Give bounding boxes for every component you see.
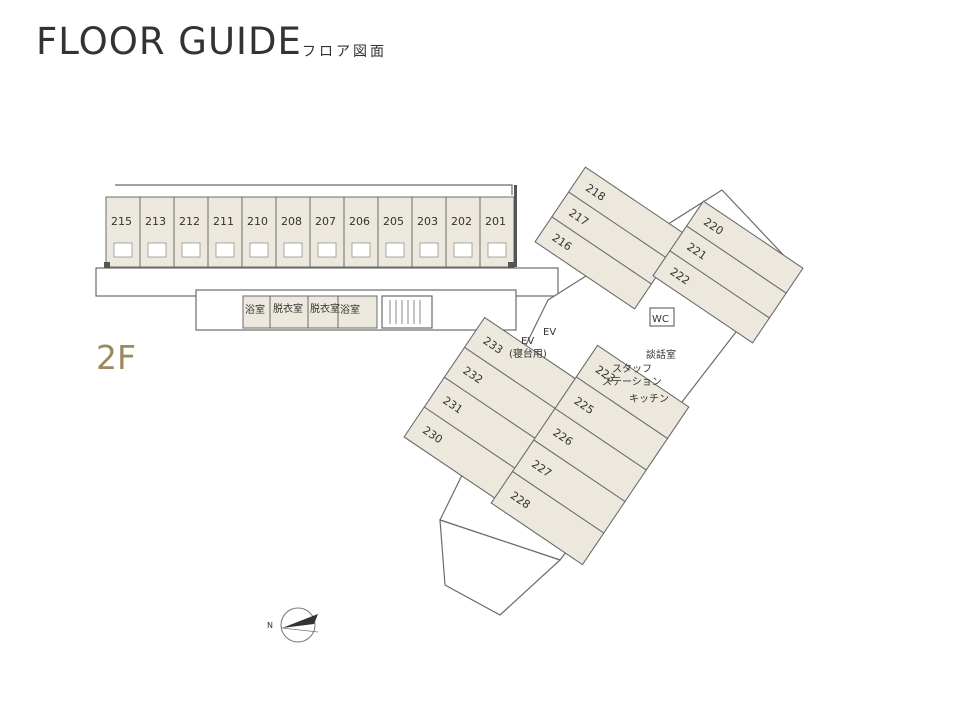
floor-label: 2F [96,338,136,377]
south-terrace [439,519,562,616]
room-201-bath [487,242,507,258]
staff-label-2: ステーション [602,377,662,388]
room-208-bath [283,242,303,258]
room-202-bath [453,242,473,258]
room-203-label: 203 [417,215,438,228]
bath-block [242,295,378,329]
room-208-label: 208 [281,215,302,228]
room-206-bath [351,242,371,258]
page-title: FLOOR GUIDE [36,20,302,63]
ev-1-label: EV [543,327,556,338]
compass: N [267,607,319,643]
room-201-label: 201 [485,215,506,228]
compass-north-label: N [267,621,273,630]
lounge-label: 談話室 [646,348,676,361]
changing-2-label: 脱衣室 [310,302,340,315]
room-211-bath [215,242,235,258]
staff-label-1: スタッフ [612,363,652,375]
room-210-bath [249,242,269,258]
room-203-bath [419,242,439,258]
room-210-label: 210 [247,215,268,228]
room-215-label: 215 [111,215,132,228]
wc-label: WC [652,314,669,325]
room-216 [534,216,653,310]
room-207-bath [317,242,337,258]
room-212-label: 212 [179,215,200,228]
room-215-bath [113,242,133,258]
room-206-label: 206 [349,215,370,228]
room-202-label: 202 [451,215,472,228]
room-207-label: 207 [315,215,336,228]
room-205-bath [385,242,405,258]
diagonal-facilities: EV EV (寝台用) WC 談話室 スタッフ ステーション キッチン [509,307,676,405]
ev-2-label-2: (寝台用) [509,347,547,360]
room-211-label: 211 [213,215,234,228]
bath-2-label: 浴室 [340,303,360,316]
room-215 [105,196,141,268]
room-205-label: 205 [383,215,404,228]
room-212-bath [181,242,201,258]
changing-1-label: 脱衣室 [273,302,303,315]
room-222 [652,250,771,344]
wc-room [649,307,675,327]
ev-2-label-1: EV [521,336,534,347]
kitchen-label: キッチン [629,393,669,405]
bath-1-label: 浴室 [245,303,265,316]
page-subtitle: フロア図面 [302,44,387,60]
room-213-label: 213 [145,215,166,228]
room-202 [445,196,481,268]
stair [381,295,433,329]
room-228 [490,470,605,566]
room-213-bath [147,242,167,258]
